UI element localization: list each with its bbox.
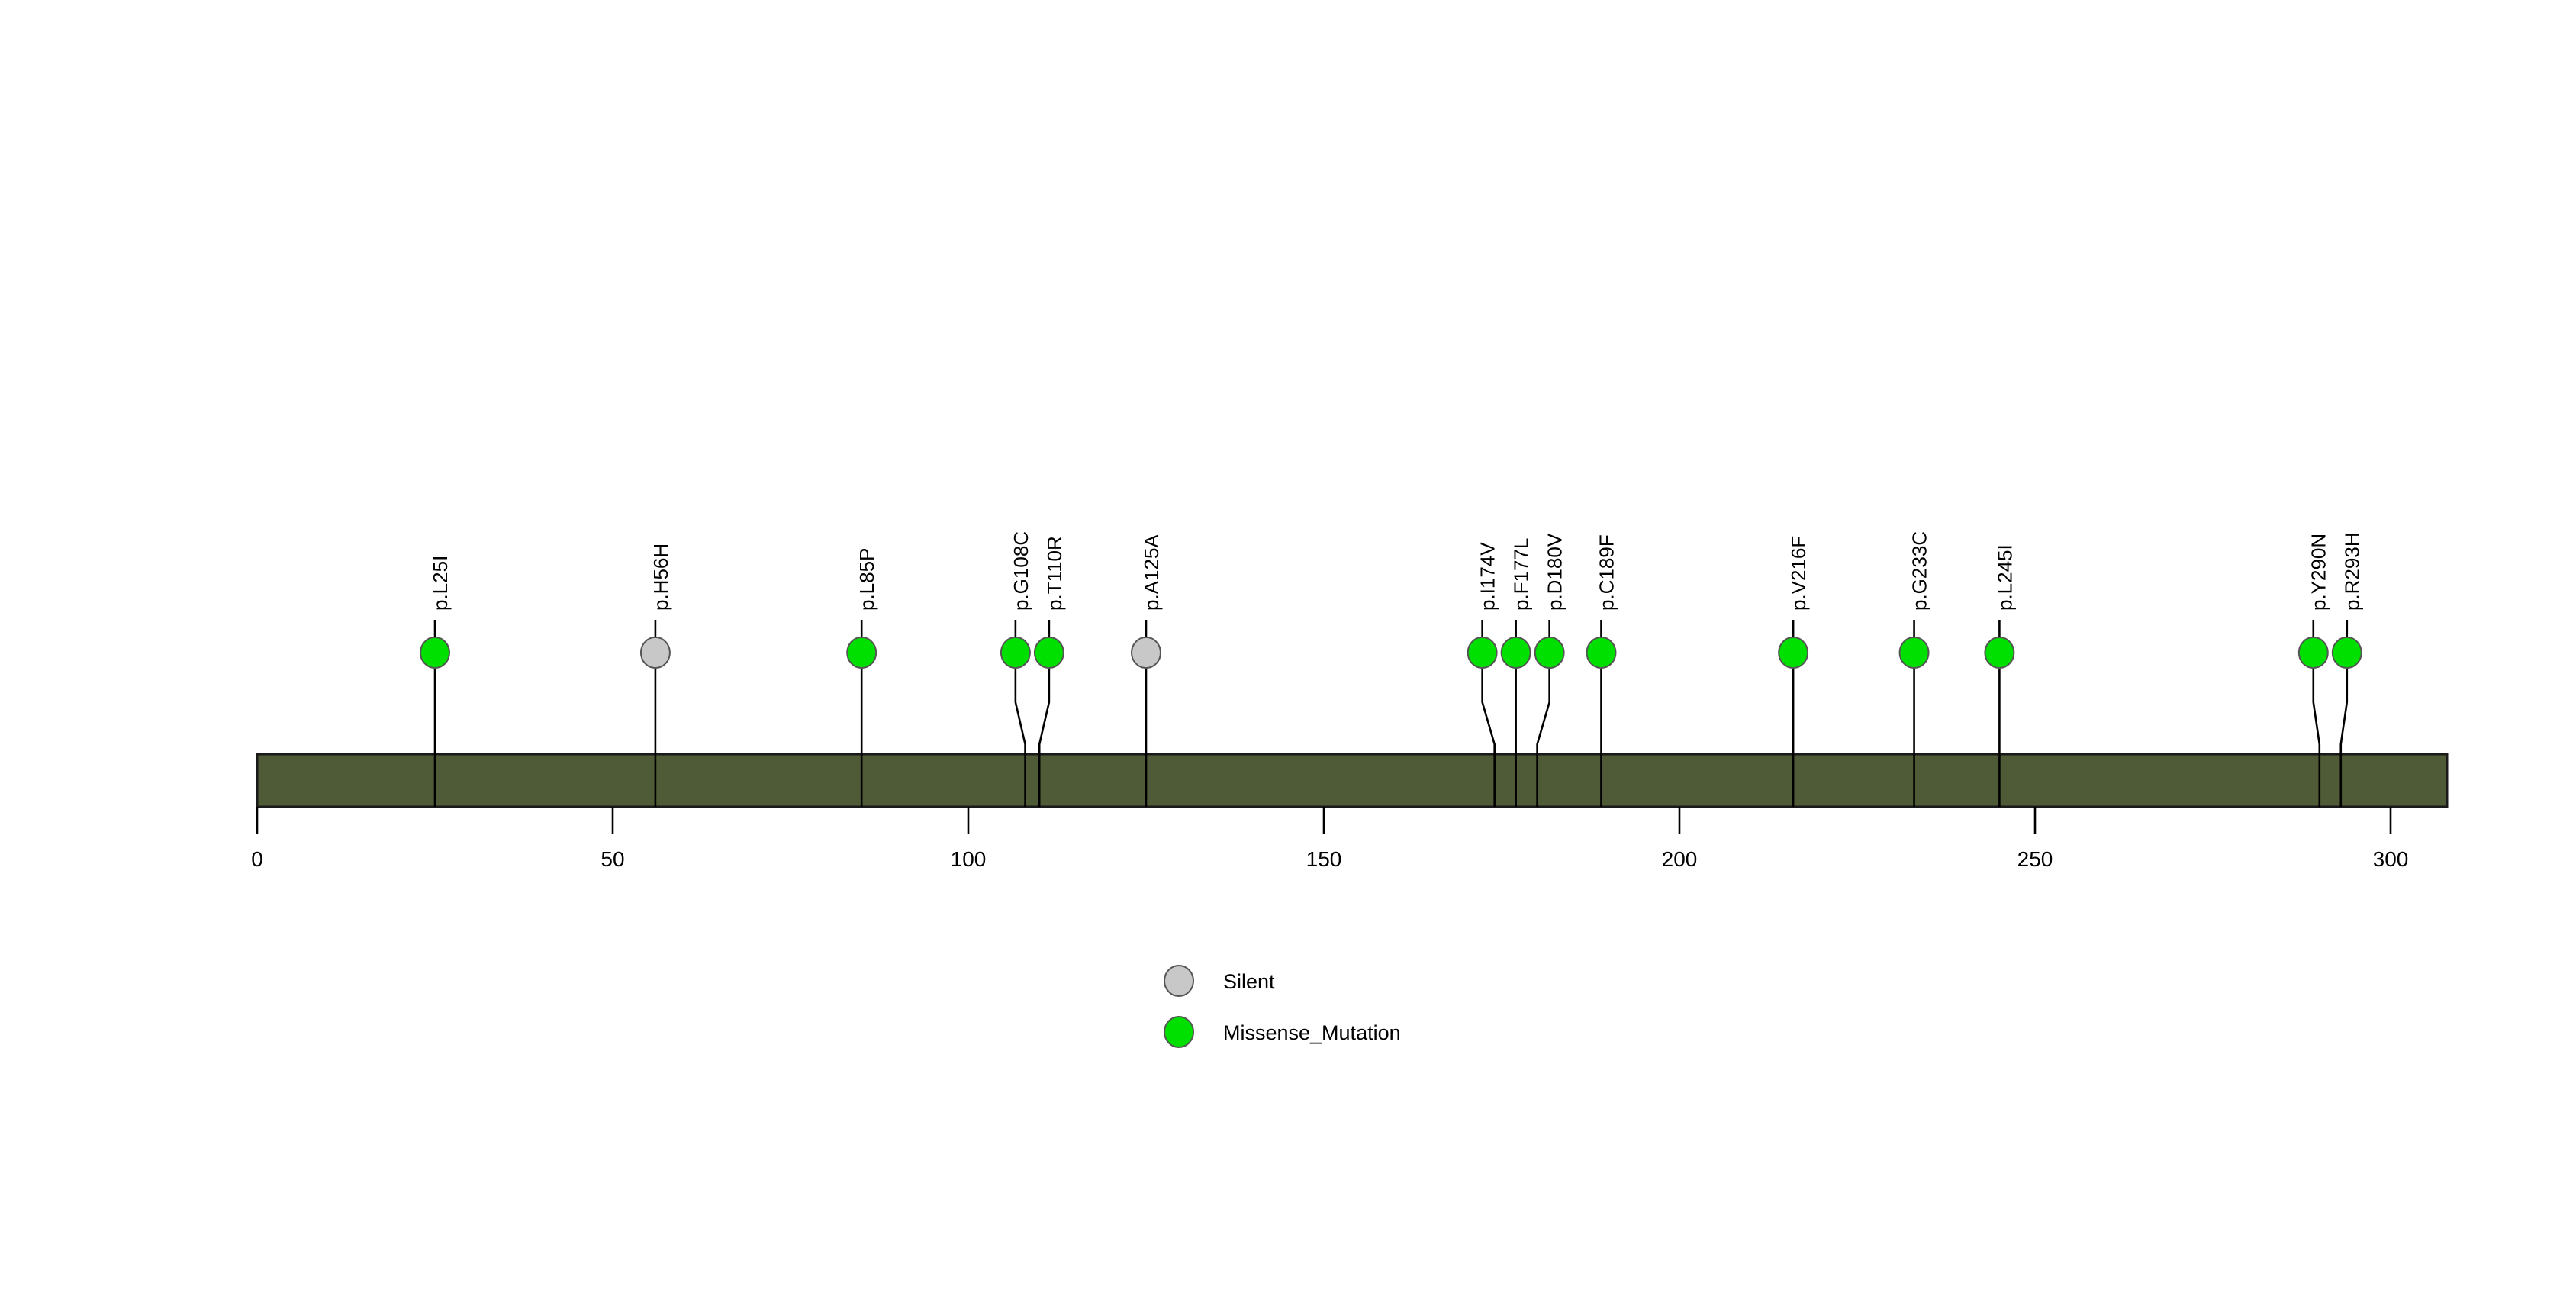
mutation-label: p.Y290N <box>2307 534 2330 611</box>
mutation-label: p.G108C <box>1009 531 1032 611</box>
lollipop-stem <box>1481 667 1496 807</box>
mutation-label: p.L245I <box>1993 544 2016 611</box>
axis-tick-label-50: 50 <box>601 847 624 871</box>
mutation-label: p.T110R <box>1043 536 1066 611</box>
mutation-label: p.G233C <box>1908 531 1930 611</box>
lollipop-head[interactable] <box>420 636 450 669</box>
lollipop-head[interactable] <box>1467 636 1498 669</box>
mutation-label: p.F177L <box>1510 538 1533 611</box>
axis-tick-label-150: 150 <box>1306 847 1342 871</box>
lollipop-stem <box>1014 667 1026 807</box>
lollipop-head[interactable] <box>846 636 877 669</box>
x-axis: 0 50 100 150 200 250 300 <box>251 807 2408 871</box>
mutation-label: p.H56H <box>649 543 672 611</box>
axis-tick-label-300: 300 <box>2373 847 2409 871</box>
legend-swatch-missense_mutation[interactable] <box>1164 1016 1194 1048</box>
axis-tick-label-250: 250 <box>2017 847 2053 871</box>
legend-label-missense_mutation: Missense_Mutation <box>1223 1021 1401 1044</box>
lollipop-head[interactable] <box>1131 636 1161 669</box>
axis-tick-label-100: 100 <box>951 847 987 871</box>
mutation-label: p.A125A <box>1140 534 1163 611</box>
lollipop-head[interactable] <box>1534 636 1565 669</box>
mutation-label: p.D180V <box>1544 533 1567 611</box>
mutation-label-layer: p.L25I p.H56H p.L85P p.G108C p.T110R p.A125A p… <box>429 531 2364 611</box>
protein-backbone-bar <box>256 753 2449 808</box>
protein-backbone-group <box>256 753 2449 808</box>
lollipop-stem <box>2312 667 2321 807</box>
mutation-label: p.L25I <box>429 556 452 611</box>
lollipop-head[interactable] <box>1778 636 1809 669</box>
mutation-label: p.V216F <box>1787 536 1810 611</box>
lollipop-stem-layer <box>433 620 2349 807</box>
mutation-label: p.I174V <box>1476 542 1499 611</box>
lollipop-stem <box>2339 667 2349 807</box>
lollipop-head[interactable] <box>2297 636 2329 669</box>
lollipop-head-layer <box>420 636 2362 669</box>
lollipop-head[interactable] <box>1898 636 1930 669</box>
lollipop-head[interactable] <box>1586 636 1617 669</box>
mutation-label: p.L85P <box>855 548 878 611</box>
lollipop-head[interactable] <box>2331 636 2362 669</box>
legend-swatch-silent[interactable] <box>1164 965 1194 997</box>
lollipop-head[interactable] <box>1984 636 2015 669</box>
legend-label-silent: Silent <box>1223 970 1275 993</box>
lollipop-head[interactable] <box>1033 636 1064 669</box>
mutation-label: p.C189F <box>1595 534 1618 611</box>
lollipop-head[interactable] <box>639 636 671 669</box>
lollipop-stem <box>1038 667 1051 807</box>
lollipop-head[interactable] <box>1500 636 1531 669</box>
lollipop-stem <box>1536 667 1550 807</box>
mutation-label: p.R293H <box>2341 532 2364 611</box>
axis-tick-label-200: 200 <box>1662 847 1698 871</box>
lollipop-head[interactable] <box>1000 636 1031 669</box>
axis-tick-label-0: 0 <box>251 847 263 871</box>
